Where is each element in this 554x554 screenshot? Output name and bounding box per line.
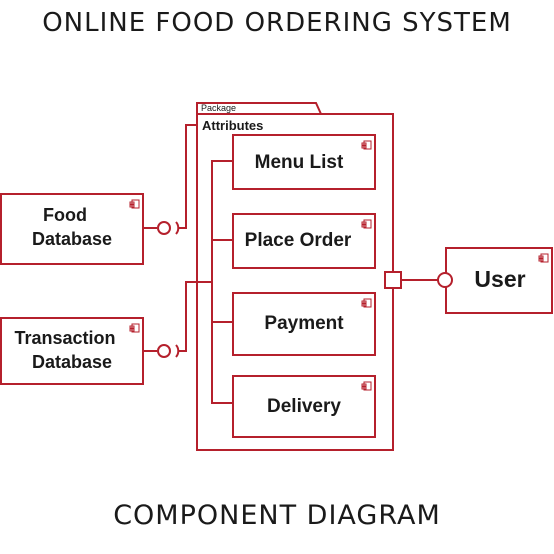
package-tab xyxy=(196,102,322,115)
component-icon xyxy=(361,219,372,229)
component-icon xyxy=(538,253,549,263)
component-icon xyxy=(129,199,140,209)
component-icon xyxy=(361,298,372,308)
delivery-label: Delivery xyxy=(267,396,341,417)
menu-list-label: Menu List xyxy=(255,152,344,173)
food-db-link xyxy=(178,124,197,229)
transaction-database-label-line1: Transaction xyxy=(14,328,115,348)
transaction-db-interface-line xyxy=(175,344,180,358)
diagram-caption: COMPONENT DIAGRAM xyxy=(113,500,441,531)
package-name: Attributes xyxy=(202,118,263,133)
diagram-title: ONLINE FOOD ORDERING SYSTEM xyxy=(42,8,512,38)
component-icon xyxy=(361,140,372,150)
user-port[interactable] xyxy=(384,271,402,289)
food-db-interface-line xyxy=(175,221,180,235)
package-stereotype: Package xyxy=(201,103,236,113)
food-database-label-line1: Food xyxy=(43,205,87,225)
transaction-db-required-socket xyxy=(157,344,171,358)
transaction-database-label-line2: Database xyxy=(32,352,112,372)
delivery-box[interactable] xyxy=(232,375,376,438)
internal-connector xyxy=(211,160,233,404)
user-interface-lollipop xyxy=(437,272,453,288)
transaction-db-link xyxy=(178,281,212,352)
component-icon xyxy=(129,323,140,333)
component-icon xyxy=(361,381,372,391)
payment-box[interactable] xyxy=(232,292,376,356)
food-database-label-line2: Database xyxy=(32,229,112,249)
payment-label: Payment xyxy=(264,313,344,334)
place-order-label: Place Order xyxy=(245,230,352,251)
food-db-required-socket xyxy=(157,221,171,235)
user-label: User xyxy=(474,266,525,292)
